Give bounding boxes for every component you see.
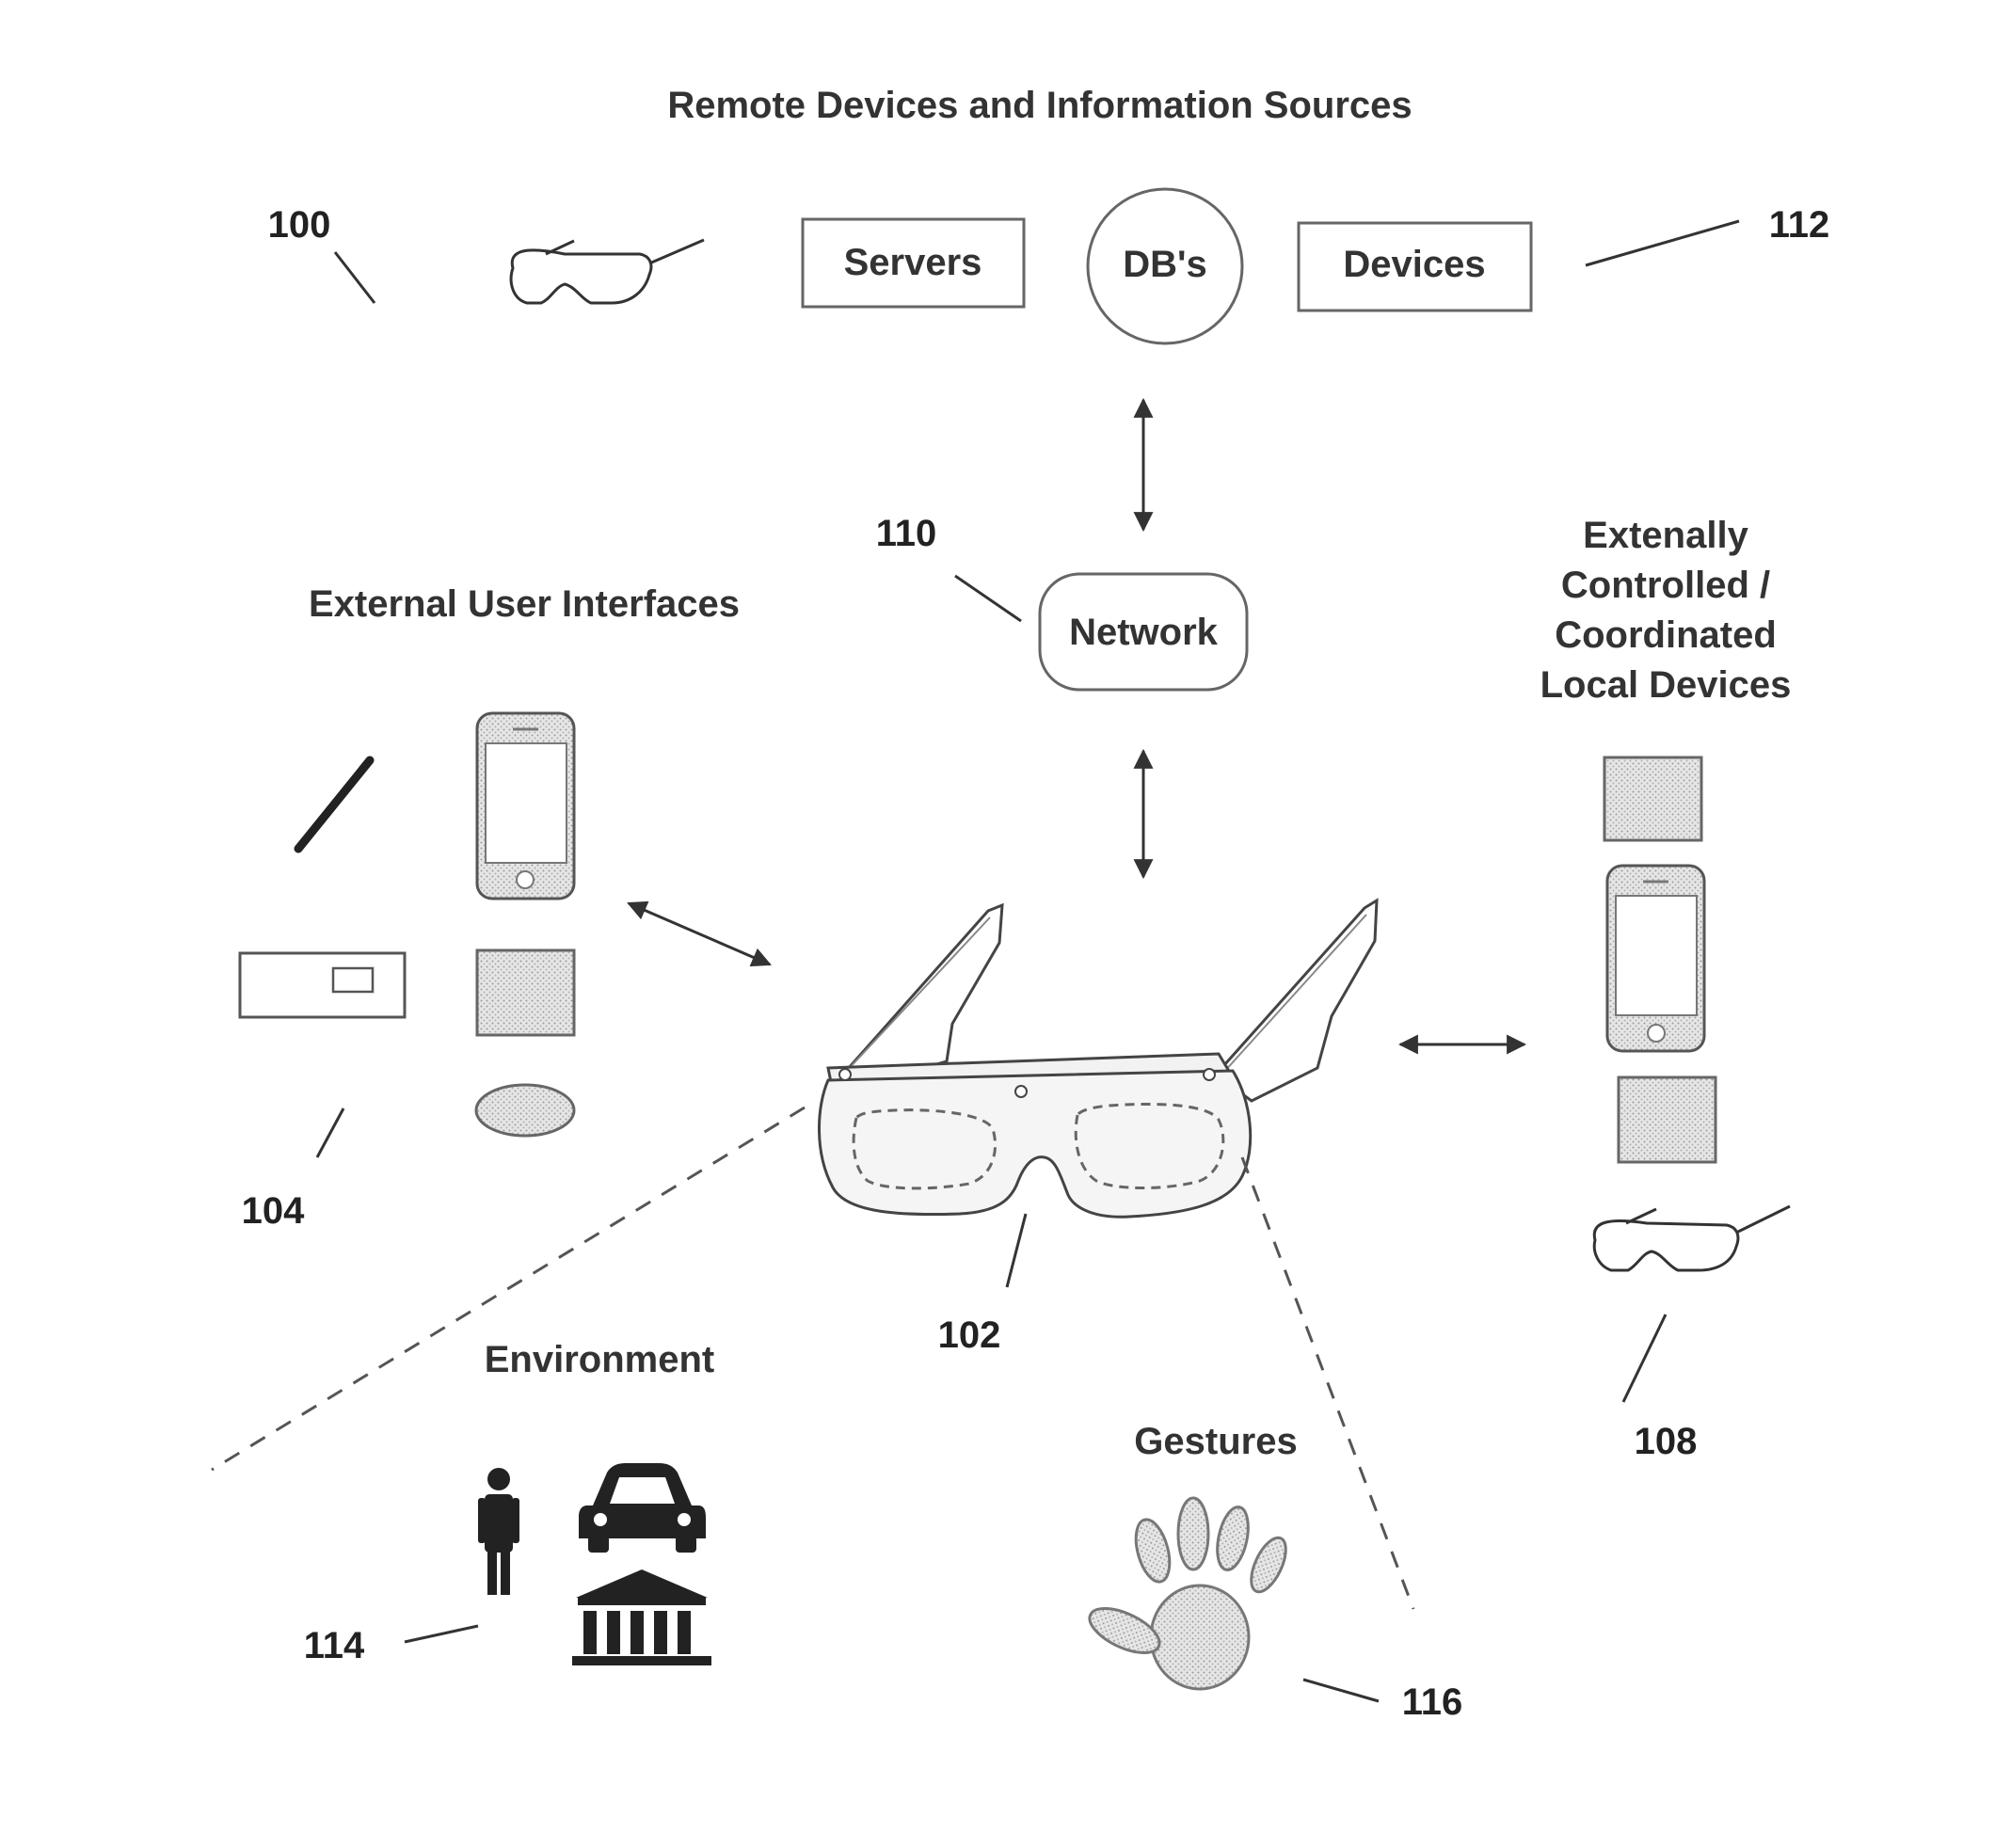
ref-114: 114: [304, 1625, 365, 1666]
leader-114: [405, 1626, 478, 1642]
devices-node: Devices: [1299, 223, 1531, 311]
svg-text:Devices: Devices: [1343, 244, 1485, 285]
tablet-icon: [477, 950, 574, 1035]
arrow-ui-eyewear: [629, 903, 770, 964]
leader-112: [1586, 221, 1739, 265]
svg-text:Network: Network: [1069, 612, 1219, 653]
leader-108: [1623, 1314, 1666, 1402]
leader-102: [1007, 1214, 1026, 1287]
ref-108: 108: [1635, 1421, 1698, 1462]
main-eyewear-icon: [819, 900, 1377, 1217]
leader-100: [335, 252, 375, 303]
svg-text:Servers: Servers: [844, 242, 982, 283]
person-icon: [478, 1468, 519, 1595]
small-glasses-icon: [511, 240, 704, 303]
ref-102: 102: [938, 1314, 1001, 1356]
label-gestures: Gestures: [1134, 1421, 1297, 1462]
smartphone-icon: [477, 713, 574, 899]
leader-116: [1303, 1680, 1379, 1701]
servers-node: Servers: [803, 219, 1024, 307]
svg-text:Local Devices: Local Devices: [1540, 664, 1792, 706]
ref-112: 112: [1769, 204, 1830, 246]
local-tablet-icon: [1604, 757, 1701, 840]
local-glasses-icon: [1594, 1206, 1790, 1270]
ref-116: 116: [1402, 1681, 1463, 1723]
diagram-title: Remote Devices and Information Sources: [667, 85, 1412, 126]
stylus-icon: [298, 760, 370, 849]
local-smartphone-icon: [1607, 866, 1704, 1051]
mouse-icon: [476, 1085, 574, 1136]
network-node: Network: [1040, 574, 1247, 690]
dbs-node: DB's: [1088, 189, 1242, 343]
ref-104: 104: [242, 1190, 305, 1232]
ref-110: 110: [876, 513, 937, 554]
leader-104: [317, 1108, 343, 1157]
ref-100: 100: [268, 204, 331, 246]
label-environment: Environment: [485, 1339, 714, 1380]
leader-110: [955, 576, 1021, 621]
keyboard-icon: [240, 953, 405, 1017]
svg-text:DB's: DB's: [1123, 244, 1207, 285]
local-tablet-2-icon: [1619, 1077, 1716, 1162]
label-external-user-interfaces: External User Interfaces: [309, 583, 740, 625]
svg-text:Extenally: Extenally: [1583, 515, 1748, 556]
svg-text:Controlled /: Controlled /: [1561, 565, 1770, 606]
hand-icon: [1083, 1498, 1293, 1689]
car-icon: [579, 1463, 706, 1553]
label-local-devices: Extenally Controlled / Coordinated Local…: [1540, 515, 1792, 706]
fov-line-left: [212, 1107, 805, 1470]
building-icon: [572, 1569, 711, 1665]
svg-text:Coordinated: Coordinated: [1555, 614, 1777, 656]
